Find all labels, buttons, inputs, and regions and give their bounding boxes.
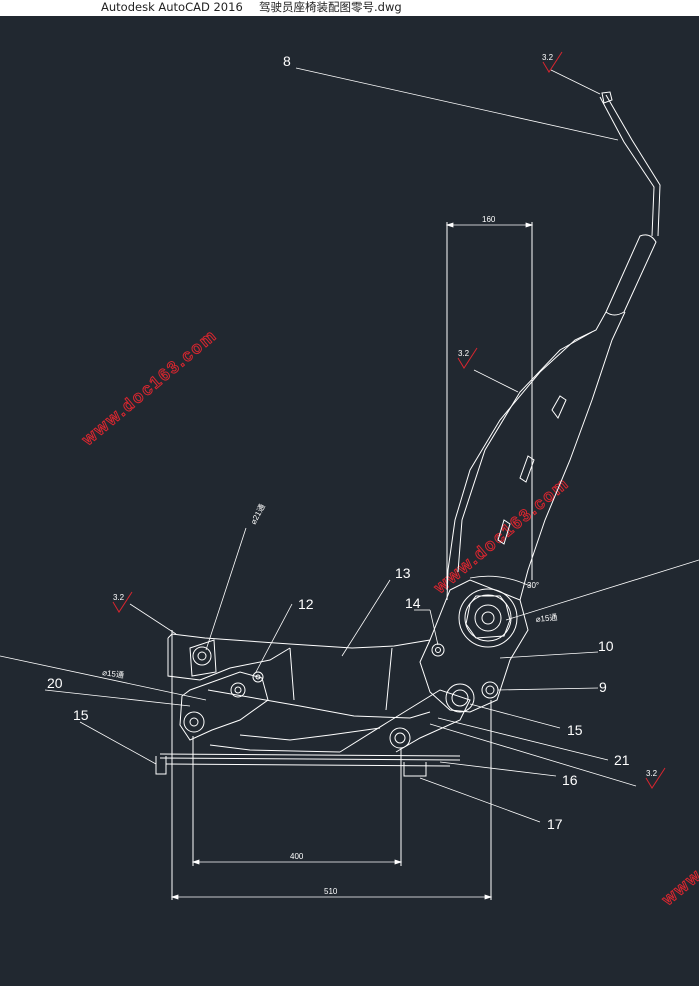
roughness-right: 3.2	[646, 769, 658, 778]
app-title: Autodesk AutoCAD 2016	[101, 0, 243, 14]
part-14: 14	[405, 595, 421, 611]
roughness-symbol-right: 3.2	[645, 767, 666, 789]
drawing-canvas[interactable]: www.doc163.com www.doc163.com www.d	[0, 16, 699, 986]
roughness-symbol-back: 3.2	[457, 347, 478, 369]
watermarks: www.doc163.com www.doc163.com www.d	[77, 325, 699, 910]
hole-top-label: ⌀21通	[248, 502, 267, 526]
dim-510: 510	[324, 887, 338, 896]
part-20: 20	[47, 675, 63, 691]
part-8: 8	[283, 53, 291, 69]
part-15-left: 15	[73, 707, 89, 723]
title-bar: Autodesk AutoCAD 2016 驾驶员座椅装配图零号.dwg	[0, 0, 699, 16]
dim-160: 160	[482, 215, 496, 224]
part-12: 12	[298, 596, 314, 612]
part-10: 10	[598, 638, 614, 654]
part-16: 16	[562, 772, 578, 788]
roughness-symbols: 3.2 3.2 3.2 3.2	[112, 51, 666, 789]
roughness-left: 3.2	[113, 593, 125, 602]
dimension-lines	[170, 222, 534, 900]
dim-400: 400	[290, 852, 304, 861]
part-9: 9	[599, 679, 607, 695]
roughness-symbol-left: 3.2	[112, 591, 133, 613]
watermark-left: www.doc163.com	[78, 325, 221, 449]
roughness-symbol-top: 3.2	[542, 51, 563, 73]
part-numbers: 8 13 12 14 10 9 20 15 15 21 16 17	[47, 53, 630, 832]
roughness-back: 3.2	[458, 349, 470, 358]
part-15-right: 15	[567, 722, 583, 738]
watermark-right: www.d	[658, 853, 699, 909]
part-17: 17	[547, 816, 563, 832]
hole-left-label: ⌀15通	[102, 667, 125, 680]
part-13: 13	[395, 565, 411, 581]
seat-drawing	[155, 91, 661, 900]
part-21: 21	[614, 752, 630, 768]
watermark-center: www.doc163.com	[430, 473, 573, 597]
hole-right-label: ⌀15通	[535, 612, 558, 624]
document-title: 驾驶员座椅装配图零号.dwg	[259, 0, 402, 14]
roughness-top: 3.2	[542, 53, 554, 62]
leader-lines	[0, 67, 699, 823]
dim-angle: 30°	[527, 581, 539, 590]
